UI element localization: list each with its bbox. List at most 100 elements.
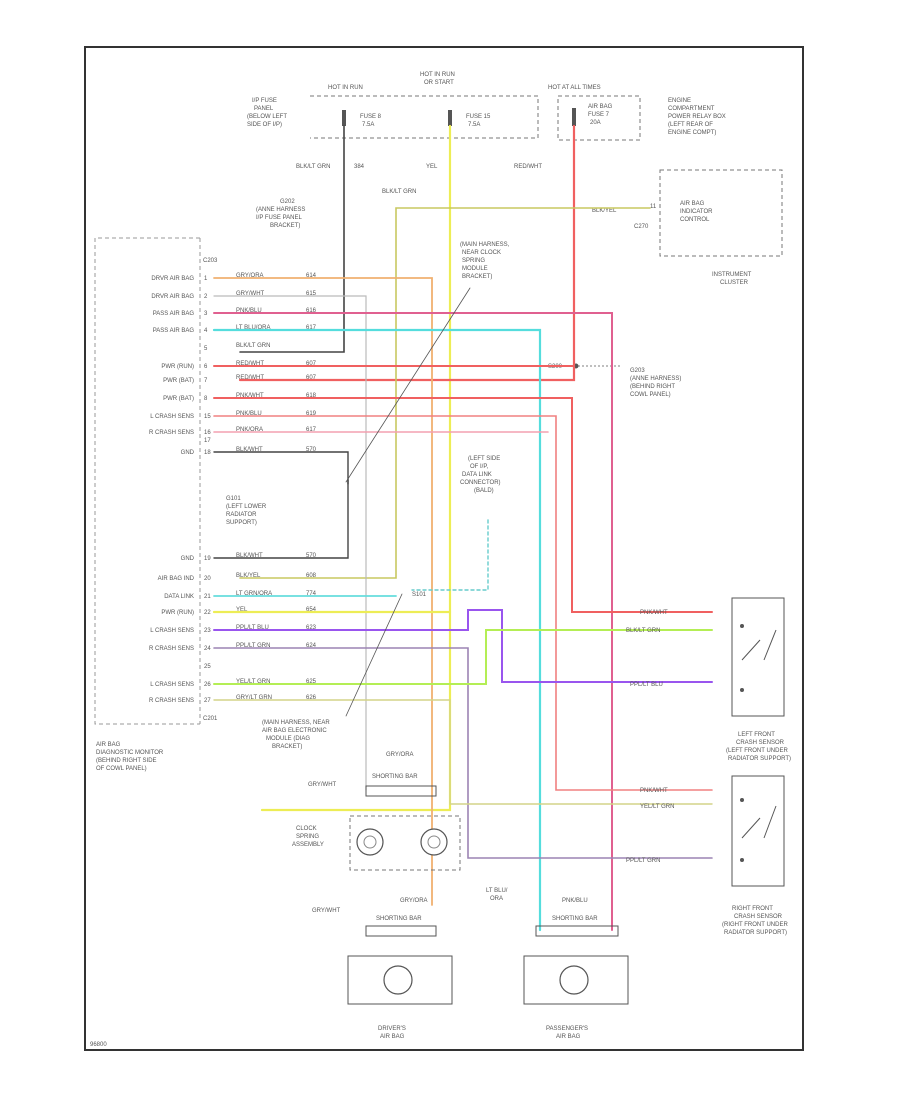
wire-pnk-wht <box>213 397 713 613</box>
module-pin-wire-color: BLK/YEL <box>236 573 261 579</box>
module-pin-wire-color: YEL <box>236 607 248 613</box>
module-pin-wire-color: PNK/WHT <box>236 393 264 399</box>
fuse-7-label-2: FUSE 7 <box>588 112 610 118</box>
module-pin-wire-color: BLK/WHT <box>236 553 263 559</box>
module-pin-wire-color: BLK/LT GRN <box>236 343 270 349</box>
wire-ppl-lt-grn <box>213 647 713 859</box>
ground-g202: G202 (ANNE HARNESS I/P FUSE PANEL BRACKE… <box>256 199 305 229</box>
clock-spring-gry-ora: GRY/ORA <box>386 752 414 758</box>
module-pin-circuit: 607 <box>306 361 317 367</box>
svg-text:YEL/LT GRN: YEL/LT GRN <box>640 804 674 810</box>
wire-gry-wht <box>213 295 367 791</box>
module-pin-name: R CRASH SENS <box>149 698 194 704</box>
wire-label-blk-grn-2: BLK/LT GRN <box>382 189 416 195</box>
module-pin-wire-color: PNK/ORA <box>236 427 263 433</box>
engine-panel-label-1: ENGINE <box>668 98 691 104</box>
module-pin-wire-color: RED/WHT <box>236 361 264 367</box>
module-pin-number: 6 <box>204 364 208 370</box>
wire-data-link <box>411 519 489 591</box>
module-pin-circuit: 617 <box>306 427 317 433</box>
svg-text:PNK/WHT: PNK/WHT <box>640 788 668 794</box>
hot-run-start-label-1: HOT IN RUN <box>420 72 455 78</box>
fuse-8-icon <box>342 110 346 126</box>
module-title-3: (BEHIND RIGHT SIDE <box>96 758 157 764</box>
clock-spring-gry-wht: GRY/WHT <box>308 782 337 788</box>
svg-text:BRACKET): BRACKET) <box>272 744 302 750</box>
svg-text:OF I/P,: OF I/P, <box>470 464 489 470</box>
module-pin-circuit: 607 <box>306 375 317 381</box>
svg-text:CRASH SENSOR: CRASH SENSOR <box>734 914 783 920</box>
module-pin-number: 19 <box>204 556 211 562</box>
module-pin-circuit: 654 <box>306 607 317 613</box>
engine-panel-label-5: ENGINE COMPT) <box>668 130 716 136</box>
svg-text:ORA: ORA <box>490 896 503 902</box>
svg-text:PNK/WHT: PNK/WHT <box>640 610 668 616</box>
svg-text:GRY/WHT: GRY/WHT <box>312 908 341 914</box>
module-pin-name: PWR (BAT) <box>163 378 194 384</box>
module-pin-circuit: 619 <box>306 411 317 417</box>
module-pin-number: 20 <box>204 576 211 582</box>
splice-diagonal-bottom <box>345 593 403 717</box>
module-pin-row: PWR (RUN) 6 RED/WHT 607 <box>161 361 316 370</box>
right-crash-sensor: PNK/WHT YEL/LT GRN PPL/LT GRN RIGHT FRON… <box>626 775 788 936</box>
engine-relay-box <box>557 95 641 141</box>
module-pin-row: 17 <box>204 438 211 444</box>
module-title-2: DIAGNOSTIC MONITOR <box>96 750 164 756</box>
ip-fuse-panel-label-2: PANEL <box>254 106 274 112</box>
module-pin-circuit: 626 <box>306 695 317 701</box>
svg-text:(RIGHT FRONT UNDER: (RIGHT FRONT UNDER <box>722 922 788 928</box>
ip-fuse-panel-label-1: I/P FUSE <box>252 98 277 104</box>
wire-blk-wht-19 <box>213 479 349 559</box>
driver-air-bag-label-2: AIR BAG <box>380 1034 405 1040</box>
clock-spring-label-3: ASSEMBLY <box>292 842 324 848</box>
module-pin-name: R CRASH SENS <box>149 430 194 436</box>
wire-lt-blu-ora <box>212 328 542 932</box>
module-pin-circuit: 615 <box>306 291 317 297</box>
cluster-line-1: AIR BAG <box>680 201 705 207</box>
svg-text:BLK/LT GRN: BLK/LT GRN <box>626 628 660 634</box>
wire-blk-yel <box>239 207 651 579</box>
module-pin-circuit: 625 <box>306 679 317 685</box>
module-pin-circuit: 617 <box>306 325 317 331</box>
svg-text:BRACKET): BRACKET) <box>270 223 300 229</box>
module-pin-name: L CRASH SENS <box>150 414 194 420</box>
connector-c201-bottom: C201 <box>203 716 218 722</box>
svg-text:SPRING: SPRING <box>462 258 485 264</box>
cluster-label-2: CLUSTER <box>720 280 749 286</box>
module-pin-wire-color: GRY/LT GRN <box>236 695 272 701</box>
wiring <box>212 124 713 932</box>
svg-text:RIGHT FRONT: RIGHT FRONT <box>732 906 773 912</box>
module-title-1: AIR BAG <box>96 742 121 748</box>
module-pin-number: 26 <box>204 682 211 688</box>
data-link-connector: (LEFT SIDE OF I/P, DATA LINK CONNECTOR) … <box>460 456 501 494</box>
svg-text:DATA LINK: DATA LINK <box>462 472 492 478</box>
module-pin-number: 22 <box>204 610 211 616</box>
module-pin-circuit: 614 <box>306 273 317 279</box>
clock-spring-assembly: GRY/ORA GRY/WHT SHORTING BAR CLOCK SPRIN… <box>292 752 461 871</box>
module-pin-name: PWR (RUN) <box>161 364 194 370</box>
module-pin-name: R CRASH SENS <box>149 646 194 652</box>
diagram-frame <box>84 46 804 1051</box>
clock-spring-shorting-bar: SHORTING BAR <box>372 774 418 780</box>
module-pin-number: 5 <box>204 346 208 352</box>
wire-yel-lt-grn <box>213 629 713 685</box>
module-pin-number: 8 <box>204 396 208 402</box>
svg-text:RADIATOR: RADIATOR <box>226 512 257 518</box>
svg-text:RADIATOR SUPPORT): RADIATOR SUPPORT) <box>728 756 791 762</box>
svg-text:PPL/LT BLU: PPL/LT BLU <box>630 682 663 688</box>
module-pin-number: 25 <box>204 664 211 670</box>
svg-text:(LEFT LOWER: (LEFT LOWER <box>226 504 267 510</box>
left-crash-sensor: PNK/WHT BLK/LT GRN PPL/LT BLU LEFT FRONT… <box>626 597 791 762</box>
ip-fuse-panel-box <box>310 95 539 139</box>
module-pin-number: 1 <box>204 276 208 282</box>
ip-fuse-panel-label-4: SIDE OF I/P) <box>247 122 282 128</box>
